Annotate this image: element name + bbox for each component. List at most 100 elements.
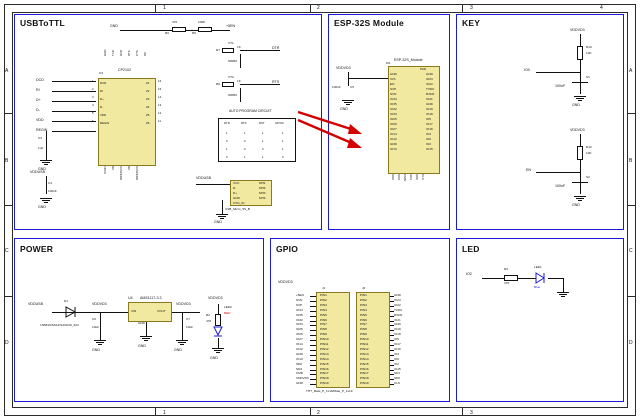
part-value-led1: Blue <box>534 285 541 289</box>
wire <box>196 184 230 185</box>
esp-right-pin-8: IO18 <box>426 112 433 116</box>
ic-cp2102-body <box>98 78 156 166</box>
gpio-left-label-12: GND <box>296 351 303 356</box>
gpio-left-label-16: CMD <box>296 371 304 376</box>
gpio-right-label-11: IO16 <box>394 346 401 351</box>
net-vddvd3-led2: VDDVD3 <box>208 296 223 300</box>
gpio-j2-pin-7: PIN8 <box>360 327 367 332</box>
wire <box>310 315 316 317</box>
part-value-q2: S8050 <box>228 93 237 97</box>
ic-ams1117-name: AMS1117-3.3 <box>140 296 162 300</box>
zone-tick <box>628 205 636 206</box>
usb-conn-mh-0: MH1 <box>259 181 266 185</box>
zone-col-3-bottom: 3 <box>470 410 473 416</box>
wire <box>310 340 316 342</box>
esp-right-pin-4: RXD0 <box>426 92 435 96</box>
resistor-r2 <box>215 314 221 326</box>
wire <box>390 354 394 356</box>
part-value-r9: 470 <box>504 281 510 285</box>
zone-tick <box>310 4 311 12</box>
net-rts: RTS <box>272 80 280 84</box>
net-vddvd3-key1: VDDVD3 <box>570 28 585 32</box>
esp-right-pin-10: IO17 <box>426 122 433 126</box>
sheet-border-outer <box>4 4 636 416</box>
usb-conn-pin-1: D- <box>233 186 237 190</box>
gpio-right-label-10: IO17 <box>394 342 401 346</box>
wire <box>536 172 580 173</box>
gnd-label: GND <box>92 348 100 352</box>
wire <box>310 349 316 351</box>
gpio-j1-pin-10: PIN11 <box>320 342 329 346</box>
wire <box>52 101 96 102</box>
esp-left-pin-11: IO27 <box>390 127 397 131</box>
part-ref-r7: R7 <box>216 48 220 52</box>
net-vddusb-2: VDDUSB <box>196 176 211 180</box>
esp-right-pin-9: IO5 <box>426 117 431 121</box>
net-dplus: D+ <box>36 98 41 102</box>
ic-left-num-1: 2 <box>92 87 94 91</box>
gpio-left-label-4: IO35 <box>296 312 303 317</box>
wire <box>580 172 581 194</box>
annotation-arrow-1 <box>297 110 362 134</box>
ic-top-pin-4: CTS <box>135 50 139 56</box>
part-ref-r9: R9 <box>504 267 508 271</box>
esp-left-pin-8: IO33 <box>390 112 397 116</box>
gpio-j1-pin-16: PIN17 <box>320 371 329 376</box>
esp-right-pin-14: IO2 <box>426 142 431 146</box>
wire <box>146 322 147 336</box>
gpio-left-label-5: IO32 <box>296 317 303 322</box>
wire <box>310 310 316 312</box>
gpio-j1-pin-11: PIN12 <box>320 346 329 351</box>
gnd-label: GND <box>214 220 222 224</box>
table-cell: 0 <box>282 155 284 159</box>
resistor-r8 <box>222 82 234 87</box>
esp-left-pin-3: SVP <box>390 87 397 91</box>
annotation-arrow-2 <box>297 118 362 148</box>
esp-bottom-pin-1: SD3 <box>397 174 401 181</box>
zone-tick <box>4 296 12 297</box>
ams-pin-vin: VIN <box>131 309 137 313</box>
gpio-j1-pin-2: PIN3 <box>320 302 327 307</box>
gpio-j1-pin-6: PIN7 <box>320 322 327 327</box>
ic-top-pin-0: GND <box>103 49 107 56</box>
gnd-label: GND <box>38 167 46 171</box>
gpio-left-label-0: +5EN <box>296 293 304 297</box>
table-cell: 0 <box>226 155 228 159</box>
wire <box>390 369 394 371</box>
gpio-j2-pin-3: PIN4 <box>360 307 367 312</box>
esp-left-pin-1: 3V3 <box>390 77 396 81</box>
table-cell: 1 <box>226 147 228 151</box>
zone-col-4: 4 <box>600 5 603 11</box>
ic-right-num-0: 16 <box>158 79 162 83</box>
esp-left-pin-0: GND <box>390 72 397 76</box>
gpio-right-label-15: IO15 <box>394 366 401 371</box>
gpio-right-label-7: IO19 <box>394 327 401 332</box>
wire <box>310 359 316 361</box>
ic-left-num-4: 5 <box>92 111 94 115</box>
wire <box>310 325 316 327</box>
zone-col-2-bottom: 2 <box>317 410 320 416</box>
wire <box>390 345 394 346</box>
ic-cp2102-name: CP2102 <box>118 68 131 72</box>
usb-conn-pin-2: D+ <box>233 191 238 195</box>
gpio-j1-pin-0: PIN1 <box>320 293 327 297</box>
ic-left-num-2: 3 <box>92 95 94 99</box>
wire <box>548 278 564 279</box>
ic-left-num-3: 4 <box>92 103 94 107</box>
gpio-right-label-9: IO5 <box>394 337 399 342</box>
gpio-left-label-17: VDDVD3 <box>296 376 309 381</box>
esp-right-pin-2: IO22 <box>426 82 433 86</box>
wire <box>310 354 316 356</box>
gpio-j2-pin-5: PIN6 <box>360 317 367 322</box>
part-ref-d1: D1 <box>64 299 68 303</box>
part-value-r8: 1K <box>237 79 241 83</box>
wire <box>100 312 101 340</box>
ams-pin-vout: VOUT <box>157 309 166 313</box>
wire <box>310 335 316 337</box>
table-cell: 0 <box>244 139 246 143</box>
part-value-led2: RED <box>224 311 231 315</box>
table-cell: 1 <box>226 131 228 135</box>
net-vddvd3-key2: VDDVD3 <box>570 128 585 132</box>
wire <box>580 160 581 172</box>
wire <box>310 345 316 346</box>
